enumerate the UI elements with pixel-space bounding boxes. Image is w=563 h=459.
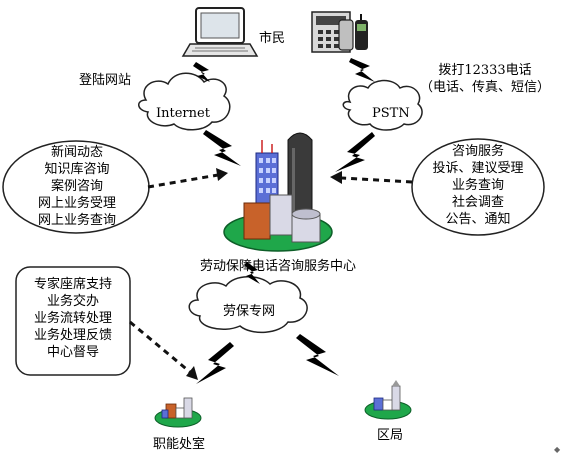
right-service-item: 投诉、建议受理 <box>432 161 524 176</box>
mobile-phone-icon <box>355 14 368 50</box>
lower-dashed-connector <box>129 320 191 374</box>
left-service-item: 知识库咨询 <box>44 162 110 177</box>
right-service-item: 咨询服务 <box>451 144 504 159</box>
lightning-bolts <box>193 58 375 384</box>
right-services-oval <box>411 138 545 236</box>
left-service-item: 网上业务查询 <box>37 213 116 228</box>
internal-service-item: 业务处理反馈 <box>33 328 112 343</box>
left-dashed-connector <box>147 173 219 189</box>
right-services-list: 咨询服务 投诉、建议受理 业务查询 社会调查 公告、通知 <box>420 143 536 228</box>
internal-service-item: 业务流转处理 <box>33 311 112 326</box>
right-service-item: 业务查询 <box>451 178 504 193</box>
internal-services-box <box>15 266 131 376</box>
left-service-item: 新闻动态 <box>50 145 103 160</box>
right-service-item: 公告、通知 <box>445 212 511 227</box>
dial-line-1: 拨打12333电话 <box>438 63 532 78</box>
service-center-label: 劳动保障电话咨询服务中心 <box>200 259 357 274</box>
district-building-icon <box>364 380 412 420</box>
lightning-laptop-internet <box>193 62 210 82</box>
lightning-network-office <box>196 342 234 384</box>
left-services-list: 新闻动态 知识库咨询 案例咨询 网上业务受理 网上业务查询 <box>10 144 144 229</box>
right-dashed-connector <box>341 176 413 184</box>
pstn-label: PSTN <box>372 106 410 121</box>
corner-mark: ◆ <box>554 445 561 454</box>
service-center-building-icon <box>223 132 333 252</box>
lightning-phone-pstn <box>349 58 375 82</box>
telephone-fax-icon <box>311 11 354 53</box>
internal-services-list: 专家座席支持 业务交办 业务流转处理 业务处理反馈 中心督导 <box>18 276 128 361</box>
dial-12333-label: 拨打12333电话 （电话、传真、短信） <box>420 62 550 96</box>
internal-service-item: 业务交办 <box>46 294 99 309</box>
internal-service-item: 专家座席支持 <box>33 277 112 292</box>
internal-service-item: 中心督导 <box>46 345 99 360</box>
pstn-cloud <box>342 79 423 131</box>
lightning-pstn-center <box>335 132 375 172</box>
laptop-icon <box>181 7 259 57</box>
left-service-item: 案例咨询 <box>50 179 103 194</box>
lightning-center-network <box>244 262 260 284</box>
citizen-label: 市民 <box>259 31 286 46</box>
labor-network-cloud <box>188 276 308 334</box>
labor-network-label: 劳保专网 <box>223 304 276 319</box>
internet-cloud <box>138 72 231 131</box>
left-service-item: 网上业务受理 <box>37 196 116 211</box>
office-building-icon <box>154 397 202 428</box>
dial-line-2: （电话、传真、短信） <box>420 80 551 95</box>
right-service-item: 社会调查 <box>451 195 504 210</box>
login-website-label: 登陆网站 <box>79 73 132 88</box>
lightning-network-district <box>296 334 339 376</box>
office-label: 职能处室 <box>153 437 206 452</box>
lightning-internet-center <box>203 130 241 166</box>
internet-label: Internet <box>156 106 210 121</box>
district-label: 区局 <box>377 428 404 443</box>
